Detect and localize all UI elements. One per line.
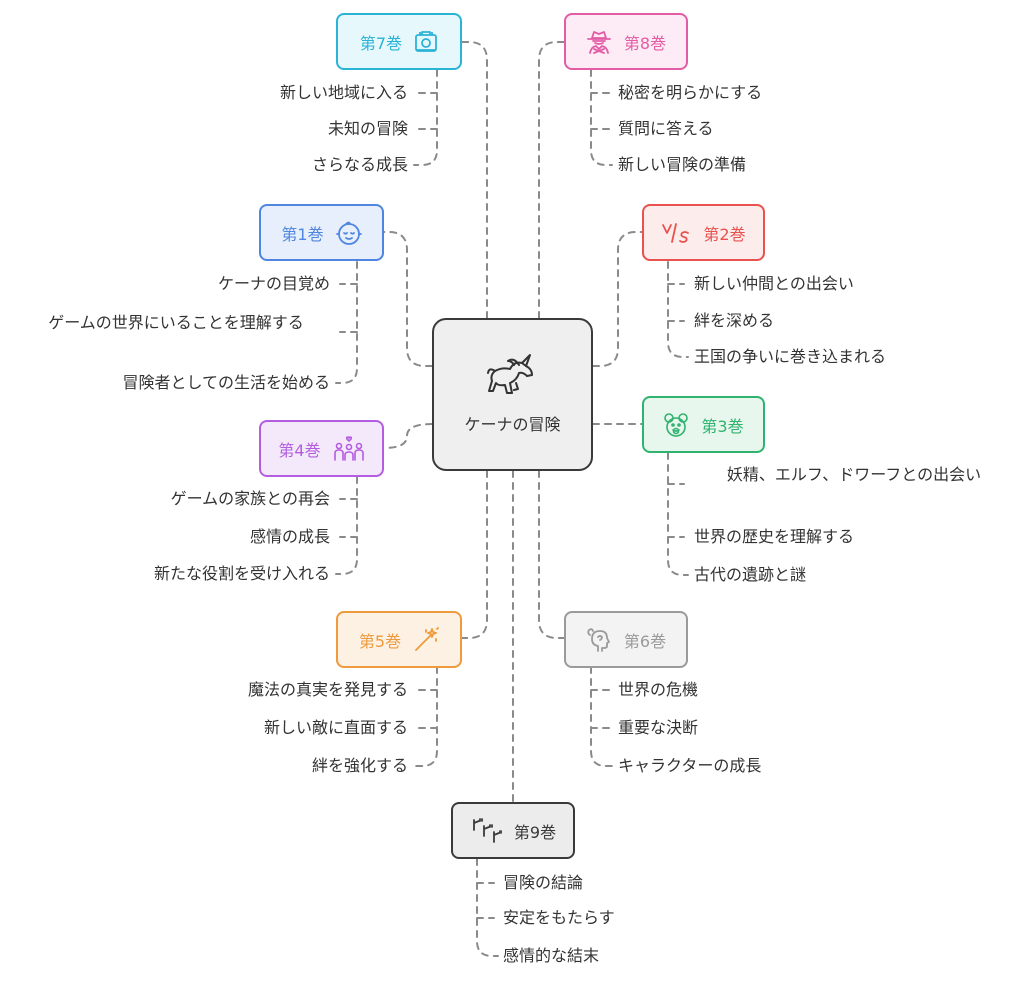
volume-4-item-2: 感情の成長 — [249, 527, 330, 546]
link-center-v4 — [383, 423, 433, 449]
volume-node-3[interactable]: 第3巻 — [642, 396, 765, 453]
volume-1-item-3: 冒険者としての生活を始める — [122, 373, 330, 392]
volume-label-3: 第3巻 — [701, 416, 744, 436]
volume-label-1: 第1巻 — [281, 224, 324, 244]
volume-7-item-3: さらなる成長 — [311, 155, 408, 174]
volume-5-item-2: 新しい敵に直面する — [263, 718, 408, 737]
versus-icon — [661, 221, 691, 245]
link-center-v5 — [461, 470, 488, 639]
spy-icon — [586, 30, 612, 54]
link-v4-items — [335, 476, 358, 575]
volume-8-item-2: 質問に答える — [618, 119, 714, 138]
footsteps-icon — [470, 817, 502, 844]
volume-label-9: 第9巻 — [513, 822, 557, 842]
volume-label-7: 第7巻 — [359, 33, 403, 53]
volume-node-2[interactable]: 第2巻 — [642, 204, 765, 261]
volume-node-9[interactable]: 第9巻 — [451, 802, 575, 859]
volume-3-item-3: 古代の遺跡と謎 — [694, 565, 807, 584]
family-icon — [333, 435, 365, 462]
volume-7-item-1: 新しい地域に入る — [279, 83, 408, 102]
volume-8-item-3: 新しい冒険の準備 — [618, 155, 747, 174]
volume-3-item-2: 世界の歴史を理解する — [694, 527, 855, 546]
magic-wand-icon — [413, 626, 439, 653]
link-v5-items — [413, 666, 438, 767]
volume-9-item-3: 感情的な結末 — [503, 946, 600, 965]
volume-3-item-1: 妖精、エルフ、ドワーフとの出会い — [726, 465, 982, 484]
link-v8-items — [590, 69, 613, 166]
volume-2-item-3: 王国の争いに巻き込まれる — [694, 347, 887, 366]
volume-node-4[interactable]: 第4巻 — [259, 420, 384, 477]
unicorn-icon — [486, 353, 540, 405]
volume-label-4: 第4巻 — [278, 440, 321, 460]
link-v3-items — [667, 452, 689, 576]
fairy-icon — [663, 412, 689, 438]
link-v6-items — [590, 666, 613, 767]
center-node[interactable]: ケーナの冒険 — [432, 318, 593, 471]
volume-node-1[interactable]: 第1巻 — [259, 204, 384, 261]
volume-6-item-3: キャラクターの成長 — [618, 756, 762, 775]
link-v9-items — [476, 858, 499, 957]
volume-2-item-1: 新しい仲間との出会い — [694, 274, 854, 293]
link-v7-items — [413, 69, 438, 166]
volume-node-8[interactable]: 第8巻 — [564, 13, 688, 70]
volume-2-item-2: 絆を深める — [694, 311, 775, 330]
volume-5-item-3: 絆を強化する — [311, 756, 408, 775]
volume-6-item-2: 重要な決断 — [618, 718, 699, 737]
suitcase-icon — [414, 30, 438, 54]
volume-4-item-1: ゲームの家族との再会 — [170, 489, 330, 508]
center-title: ケーナの冒険 — [464, 414, 561, 434]
volume-node-7[interactable]: 第7巻 — [336, 13, 462, 70]
link-center-v2 — [592, 231, 643, 367]
volume-node-5[interactable]: 第5巻 — [336, 611, 462, 668]
volume-9-item-1: 冒険の結論 — [503, 873, 584, 892]
volume-8-item-1: 秘密を明らかにする — [618, 83, 763, 102]
link-center-v6 — [538, 470, 565, 639]
link-v2-items — [667, 261, 689, 358]
link-v1-items — [335, 261, 358, 384]
link-center-v7 — [461, 41, 488, 319]
volume-node-6[interactable]: 第6巻 — [564, 611, 688, 668]
volume-5-item-1: 魔法の真実を発見する — [247, 680, 408, 699]
face-icon — [335, 220, 362, 246]
volume-label-2: 第2巻 — [703, 224, 746, 244]
volume-1-item-2: ゲームの世界にいることを理解する — [48, 313, 304, 332]
thinking-head-icon — [586, 627, 612, 653]
volume-label-5: 第5巻 — [358, 631, 402, 651]
volume-6-item-1: 世界の危機 — [618, 680, 699, 699]
link-center-v8 — [538, 41, 565, 319]
volume-7-item-2: 未知の冒険 — [327, 119, 408, 138]
volume-label-8: 第8巻 — [623, 33, 667, 53]
volume-9-item-2: 安定をもたらす — [503, 908, 615, 927]
link-center-v1 — [383, 231, 433, 367]
volume-label-6: 第6巻 — [623, 631, 667, 651]
volume-1-item-1: ケーナの目覚め — [217, 274, 330, 293]
volume-4-item-3: 新たな役割を受け入れる — [153, 564, 330, 583]
